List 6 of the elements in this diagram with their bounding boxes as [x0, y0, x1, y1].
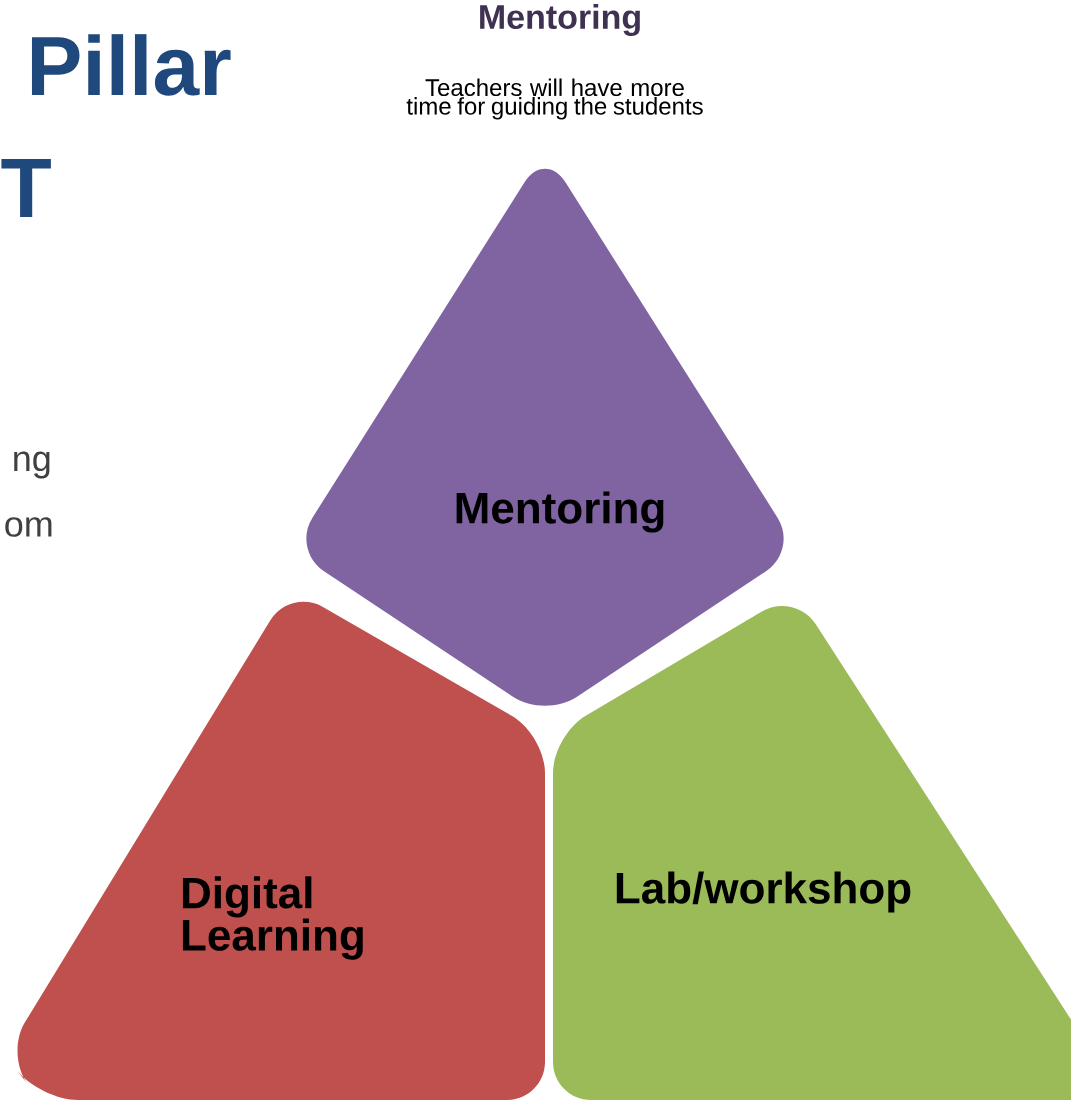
description: Teachers will have more time for guiding the students [406, 78, 703, 120]
title-text: T [1, 159, 51, 217]
heading: Mentoring [480, 4, 640, 36]
body-text: om [5, 517, 52, 537]
title-text: Pillar [31, 34, 231, 96]
body-text: ng [14, 451, 50, 479]
